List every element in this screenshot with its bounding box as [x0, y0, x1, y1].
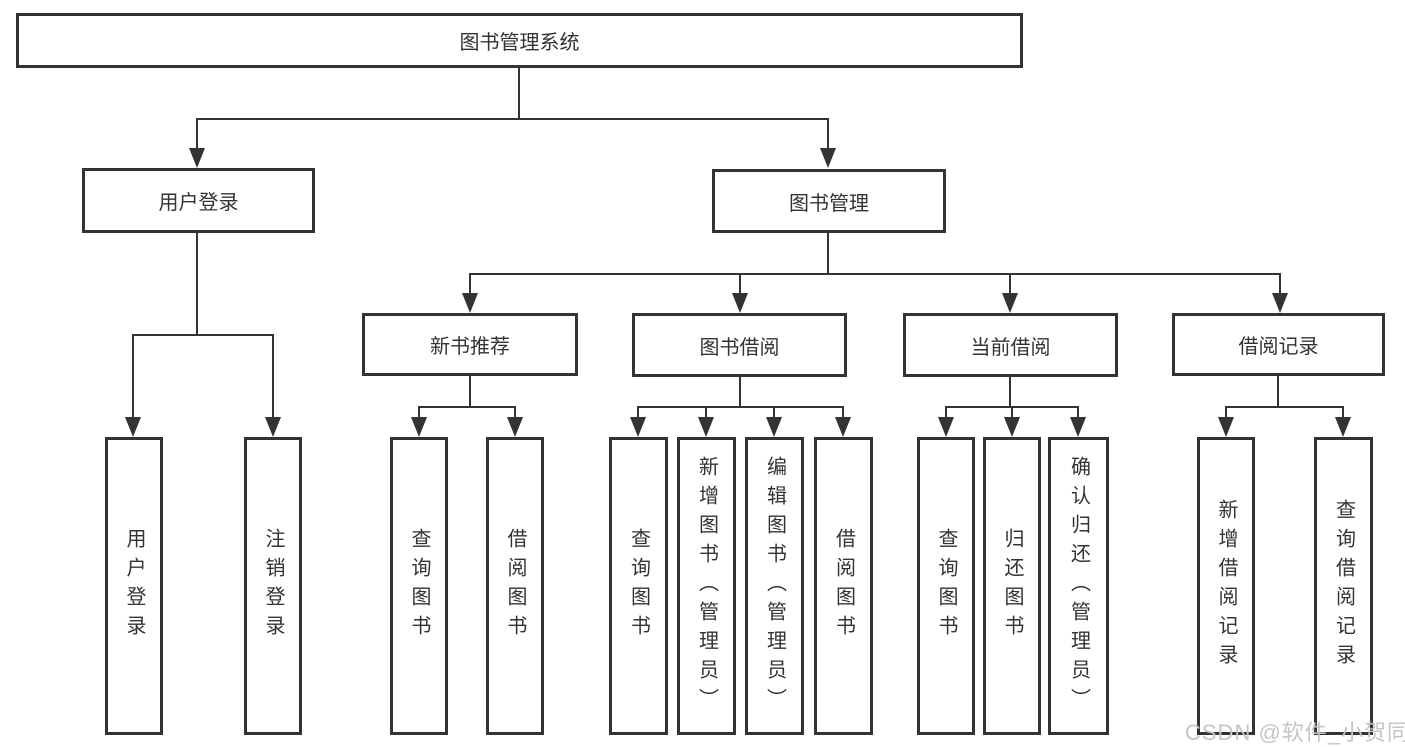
- arrowhead-icon: [766, 417, 782, 437]
- node-root-label: 图书管理系统: [459, 32, 580, 54]
- leaf-confirm-return-admin: 确认归还（管理员）: [1048, 437, 1109, 735]
- connector-line: [514, 406, 516, 419]
- leaf-query-borrow-record-label: 查询借阅记录: [1332, 499, 1355, 673]
- leaf-query-books-3-label: 查询图书: [935, 528, 957, 644]
- leaf-query-books-1: 查询图书: [390, 437, 448, 735]
- connector-line: [469, 376, 471, 407]
- connector-line: [827, 233, 829, 273]
- leaf-edit-book-admin-label: 编辑图书（管理员）: [763, 455, 786, 717]
- leaf-user-login: 用户登录: [105, 437, 163, 735]
- leaf-return-book-label: 归还图书: [1001, 528, 1023, 644]
- connector-line: [518, 68, 520, 118]
- node-current-borrow: 当前借阅: [903, 313, 1118, 377]
- arrowhead-icon: [1004, 417, 1020, 437]
- connector-line: [418, 406, 420, 419]
- node-borrow-records: 借阅记录: [1172, 313, 1385, 376]
- leaf-return-book: 归还图书: [983, 437, 1041, 735]
- connector-line: [1225, 406, 1344, 408]
- connector-line: [739, 273, 741, 297]
- leaf-logout: 注销登录: [244, 437, 302, 735]
- leaf-add-borrow-record: 新增借阅记录: [1197, 437, 1255, 735]
- connector-line: [196, 118, 198, 152]
- leaf-borrow-books-2-label: 借阅图书: [832, 528, 855, 644]
- arrowhead-icon: [125, 417, 141, 437]
- arrowhead-icon: [1272, 293, 1288, 313]
- leaf-add-borrow-record-label: 新增借阅记录: [1215, 499, 1237, 673]
- connector-line: [827, 118, 829, 152]
- leaf-logout-label: 注销登录: [262, 528, 284, 644]
- connector-line: [1342, 406, 1344, 419]
- arrowhead-icon: [265, 417, 281, 437]
- arrowhead-icon: [1218, 417, 1234, 437]
- leaf-query-books-3: 查询图书: [917, 437, 975, 735]
- leaf-query-books-1-label: 查询图书: [408, 528, 430, 644]
- connector-line: [945, 406, 947, 419]
- leaf-confirm-return-admin-label: 确认归还（管理员）: [1067, 455, 1090, 717]
- node-new-book-recommend-label: 新书推荐: [430, 336, 510, 358]
- connector-line: [1277, 376, 1279, 407]
- connector-line: [1077, 406, 1079, 419]
- connector-line: [1009, 377, 1011, 407]
- leaf-borrow-books-1-label: 借阅图书: [504, 528, 526, 644]
- node-current-borrow-label: 当前借阅: [970, 336, 1051, 359]
- arrowhead-icon: [507, 417, 523, 437]
- arrowhead-icon: [1002, 293, 1018, 313]
- arrowhead-icon: [732, 293, 748, 313]
- connector-line: [1279, 273, 1281, 297]
- arrowhead-icon: [1070, 417, 1086, 437]
- node-book-management-label: 图书管理: [789, 192, 869, 215]
- node-borrow-records-label: 借阅记录: [1238, 336, 1319, 358]
- connector-line: [418, 406, 516, 408]
- leaf-query-books-2-label: 查询图书: [627, 528, 650, 644]
- connector-line: [196, 118, 829, 120]
- leaf-add-book-admin: 新增图书（管理员）: [677, 437, 736, 735]
- node-book-borrow-label: 图书借阅: [699, 336, 780, 359]
- connector-line: [637, 406, 639, 419]
- leaf-query-borrow-record: 查询借阅记录: [1314, 437, 1373, 735]
- node-book-management: 图书管理: [712, 169, 946, 233]
- arrowhead-icon: [462, 293, 478, 313]
- connector-line: [842, 406, 844, 419]
- connector-line: [196, 233, 198, 334]
- connector-line: [469, 273, 1281, 275]
- leaf-borrow-books-2: 借阅图书: [814, 437, 873, 735]
- arrowhead-icon: [698, 417, 714, 437]
- connector-line: [637, 406, 844, 408]
- node-user-login-label: 用户登录: [158, 192, 239, 214]
- leaf-query-books-2: 查询图书: [609, 437, 668, 735]
- connector-line: [132, 334, 274, 336]
- node-book-borrow: 图书借阅: [632, 313, 847, 377]
- arrowhead-icon: [630, 417, 646, 437]
- arrowhead-icon: [820, 148, 836, 168]
- connector-line: [1011, 406, 1013, 419]
- connector-line: [773, 406, 775, 419]
- arrowhead-icon: [835, 417, 851, 437]
- arrowhead-icon: [411, 417, 427, 437]
- leaf-edit-book-admin: 编辑图书（管理员）: [745, 437, 804, 735]
- leaf-user-login-label: 用户登录: [123, 528, 145, 644]
- node-root: 图书管理系统: [16, 13, 1023, 68]
- connector-line: [705, 406, 707, 419]
- leaf-add-book-admin-label: 新增图书（管理员）: [695, 455, 718, 717]
- connector-line: [739, 377, 741, 407]
- connector-line: [1009, 273, 1011, 297]
- arrowhead-icon: [1335, 417, 1351, 437]
- connector-line: [1225, 406, 1227, 419]
- arrowhead-icon: [189, 148, 205, 168]
- csdn-watermark: CSDN @软件_小贺同学: [1185, 720, 1405, 745]
- connector-line: [132, 334, 134, 419]
- node-user-login: 用户登录: [82, 168, 315, 233]
- leaf-borrow-books-1: 借阅图书: [486, 437, 544, 735]
- connector-line: [469, 273, 471, 297]
- node-new-book-recommend: 新书推荐: [362, 313, 578, 376]
- connector-line: [272, 334, 274, 419]
- arrowhead-icon: [938, 417, 954, 437]
